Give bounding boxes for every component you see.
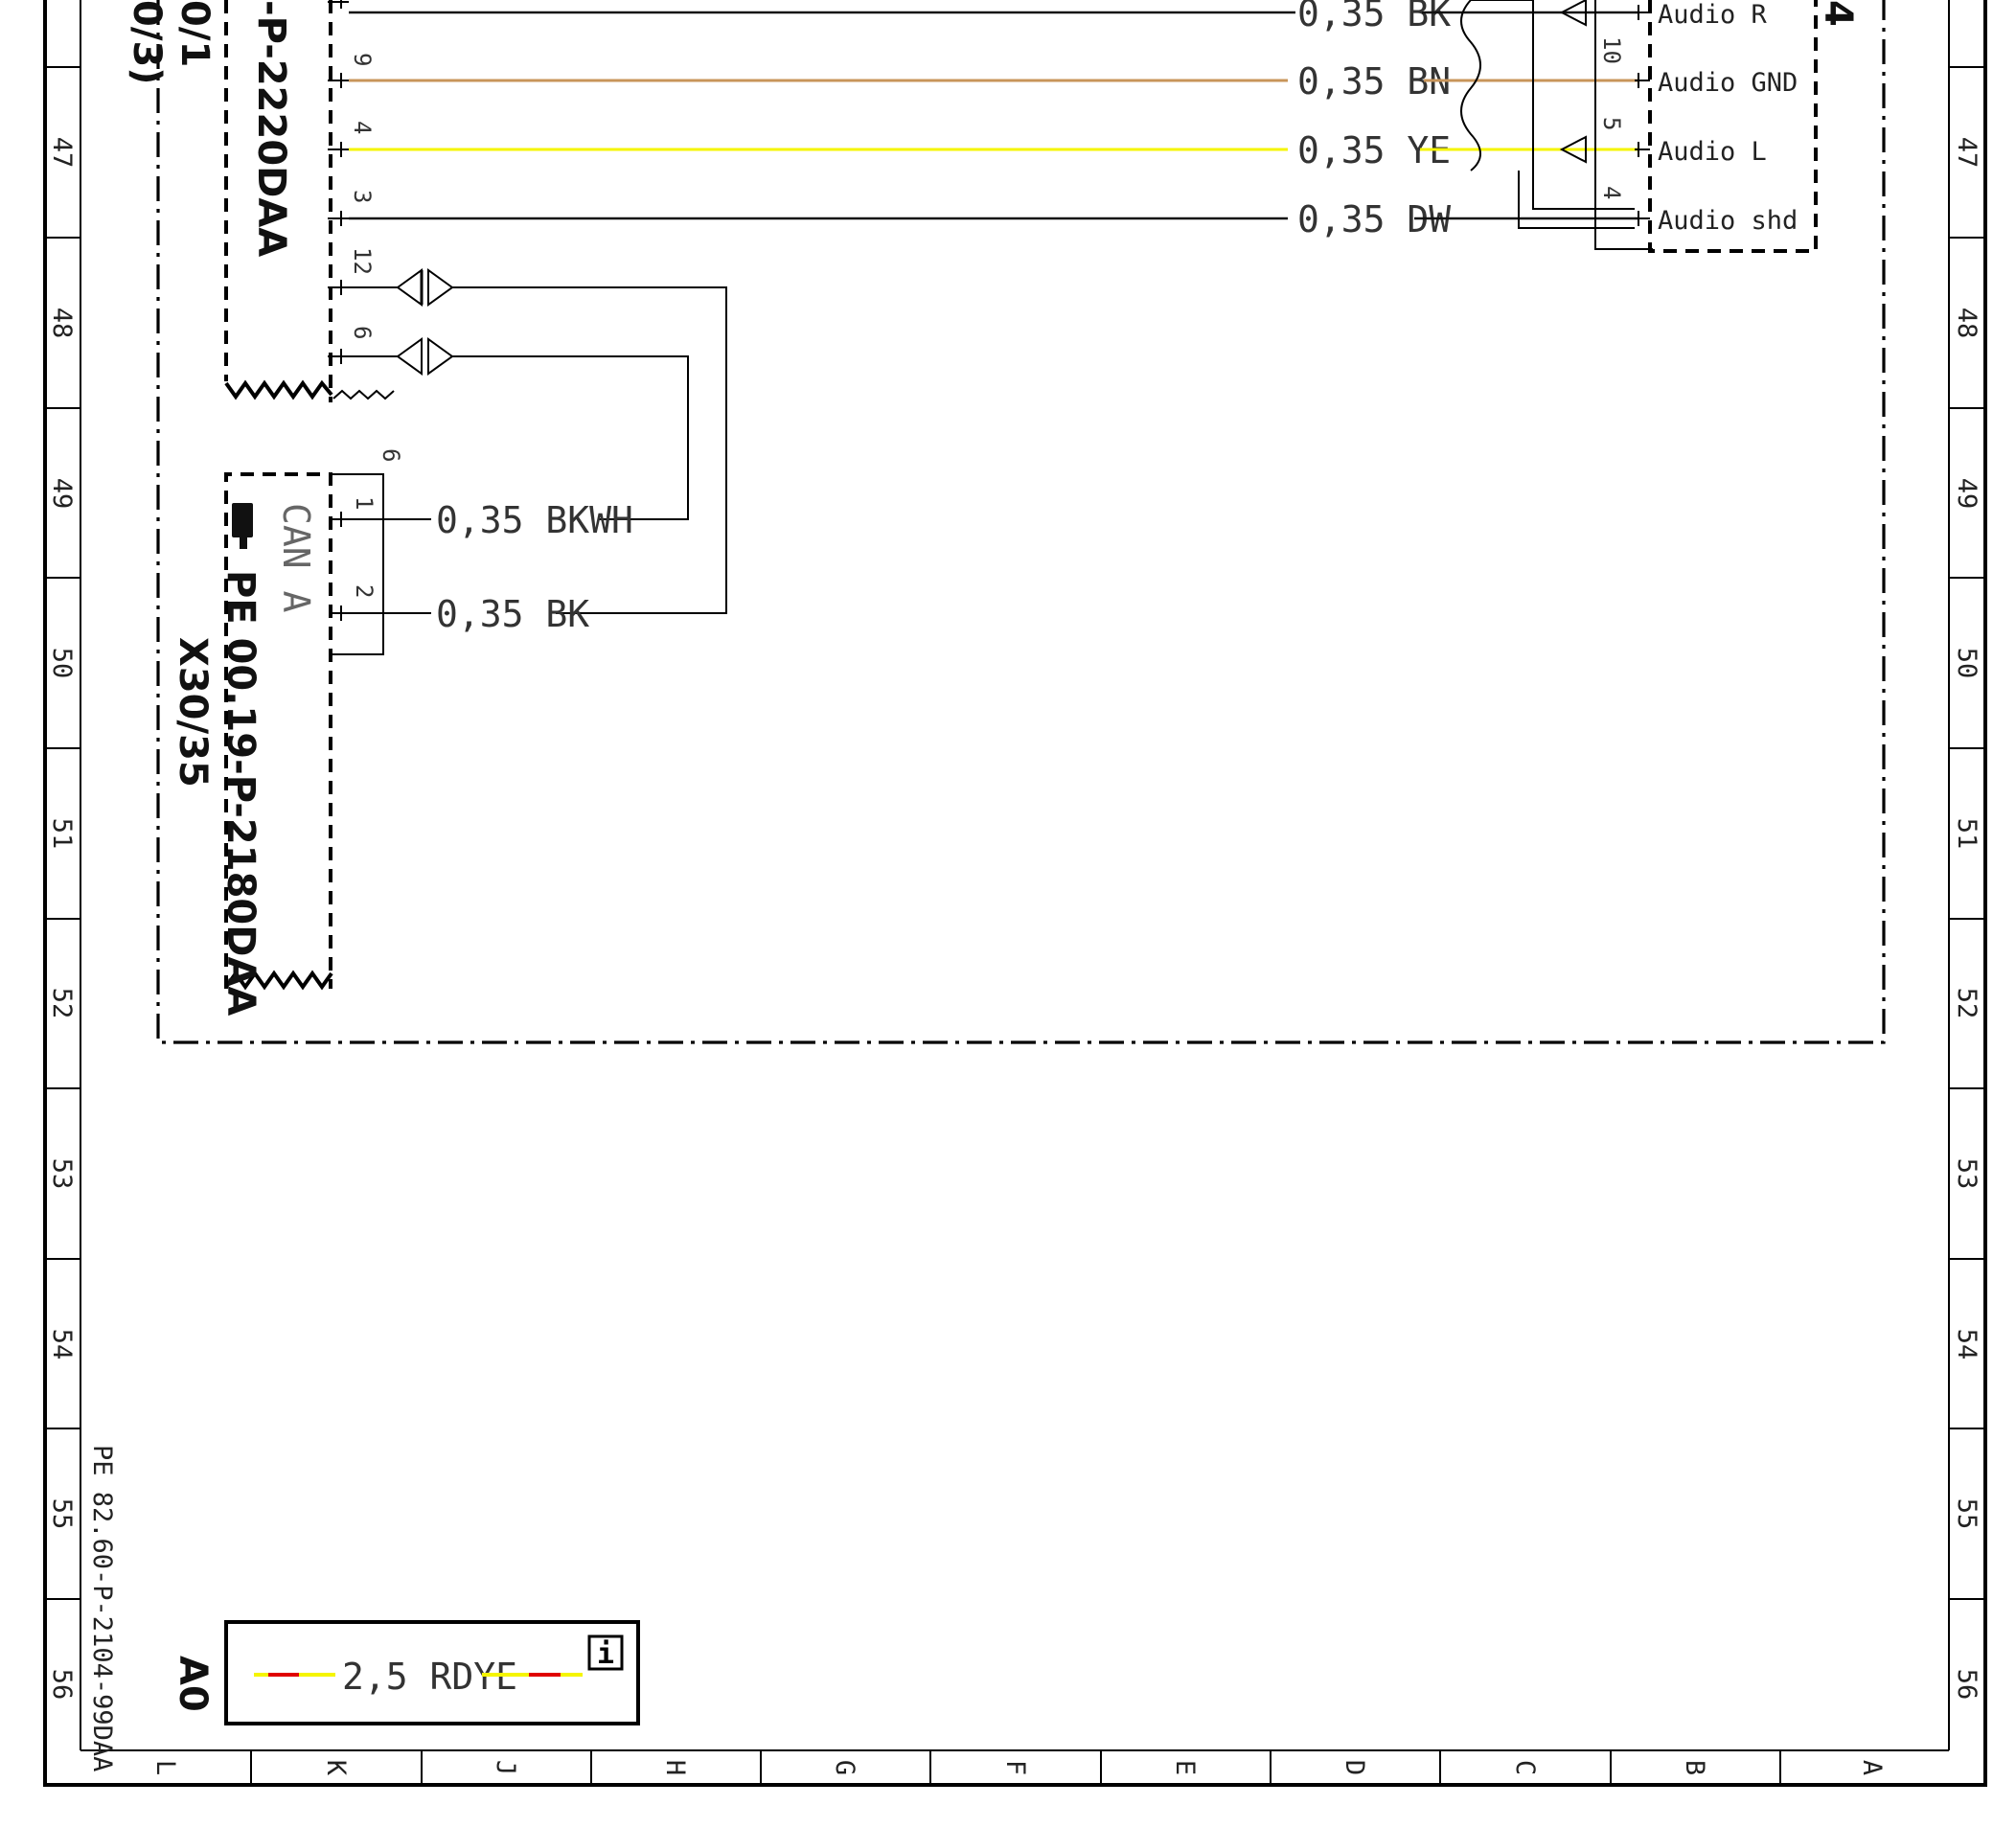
row-label: 52 bbox=[47, 988, 77, 1019]
info-icon: i bbox=[587, 1634, 624, 1671]
connector-can-pins bbox=[331, 512, 349, 621]
row-label: 51 bbox=[1952, 818, 1982, 850]
can-shield-bracket bbox=[331, 473, 384, 655]
pin-number: 1 bbox=[351, 496, 378, 510]
row-label: 54 bbox=[47, 1329, 77, 1360]
row-label: 53 bbox=[47, 1158, 77, 1190]
right-module-pins bbox=[1635, 5, 1650, 226]
svg-text:i: i bbox=[597, 1637, 614, 1671]
column-label: G bbox=[830, 1760, 859, 1775]
pin-number: 9 bbox=[349, 53, 376, 66]
row-label: 53 bbox=[1952, 1158, 1982, 1190]
column-label: D bbox=[1340, 1760, 1369, 1775]
row-label: 52 bbox=[1952, 988, 1982, 1019]
can-splice-symbols bbox=[349, 268, 454, 376]
signal-label: Audio L bbox=[1658, 137, 1767, 167]
connector-can-ref: PE 00.19-P-2180DAA bbox=[218, 570, 263, 1016]
connector-can-break bbox=[224, 970, 333, 991]
row-label: 51 bbox=[47, 818, 77, 850]
can-wire-label: 0,35 BK bbox=[436, 593, 589, 635]
row-label: 49 bbox=[1952, 478, 1982, 510]
signal-label: Audio shd bbox=[1658, 206, 1798, 236]
row-labels-right: 47 48 49 50 51 52 53 54 55 56 bbox=[1952, 137, 1982, 1701]
pin-number: 6 bbox=[349, 326, 376, 339]
row-ticks bbox=[45, 66, 1985, 1600]
document-id: PE 82.60-P-2104-99DAA bbox=[87, 1445, 117, 1771]
column-label: A bbox=[1857, 1760, 1887, 1775]
triangle-symbol bbox=[1559, 0, 1587, 27]
pin-number: 4 bbox=[349, 121, 376, 134]
connector-top-ref-2: 0/3) bbox=[125, 0, 169, 85]
legend-wire-sample: 2,5 RDYE bbox=[254, 1656, 583, 1698]
row-label: 48 bbox=[1952, 308, 1982, 339]
can-wire-b bbox=[452, 355, 689, 520]
outer-frame bbox=[43, 0, 1987, 1787]
can-wire-a bbox=[452, 286, 727, 614]
signal-label: Audio R bbox=[1658, 0, 1768, 30]
column-label: K bbox=[321, 1760, 351, 1776]
row-label: 54 bbox=[1952, 1329, 1982, 1360]
column-label: H bbox=[660, 1760, 690, 1775]
legend-box bbox=[224, 1620, 640, 1725]
connector-top-ref-1: 0/1 bbox=[172, 0, 217, 67]
wire-bn: 0,35 BN bbox=[349, 60, 1638, 103]
connector-top-break bbox=[224, 379, 333, 400]
wire-ye: 0,35 YE bbox=[349, 129, 1638, 171]
legend-code: A0 bbox=[171, 1656, 215, 1712]
connector-top-break-thin bbox=[332, 389, 395, 400]
wire-label: 0,35 BK bbox=[1297, 0, 1451, 34]
triangle-symbol bbox=[1559, 135, 1587, 164]
column-ticks bbox=[250, 1750, 1781, 1785]
pin-number: 6 bbox=[378, 448, 404, 462]
row-label: 47 bbox=[1952, 137, 1982, 169]
row-label: 55 bbox=[47, 1498, 77, 1530]
connector-top-label: -P-2220DAA bbox=[249, 0, 293, 257]
column-label: C bbox=[1510, 1760, 1540, 1775]
column-label: L bbox=[150, 1760, 180, 1775]
twisted-pair-symbol bbox=[1460, 0, 1481, 171]
wire-dw: 0,35 DW bbox=[349, 198, 1638, 240]
pointing-hand-icon bbox=[232, 503, 253, 549]
connector-can-id: X30/35 bbox=[171, 637, 215, 788]
module-boundary bbox=[156, 0, 1886, 1044]
row-label: 55 bbox=[1952, 1498, 1982, 1530]
column-label: F bbox=[1000, 1760, 1030, 1775]
can-wire-label: 0,35 BKWH bbox=[436, 499, 633, 541]
pin-number: 12 bbox=[349, 247, 376, 275]
column-label: E bbox=[1170, 1760, 1200, 1775]
row-label: 47 bbox=[47, 137, 77, 169]
column-label: J bbox=[491, 1760, 520, 1775]
shield-line-3 bbox=[1594, 0, 1653, 250]
pin-number: 2 bbox=[351, 584, 378, 598]
pin-number: 5 bbox=[1598, 117, 1625, 130]
column-label: B bbox=[1680, 1760, 1709, 1775]
wire-bk: 0,35 BK bbox=[349, 0, 1638, 34]
connector-top-pins bbox=[328, 0, 349, 364]
right-module-box bbox=[1648, 0, 1818, 253]
pin-number: 10 bbox=[1598, 36, 1625, 64]
pin-number: 3 bbox=[349, 190, 376, 203]
pin-number: 4 bbox=[1598, 186, 1625, 199]
row-label: 49 bbox=[47, 478, 77, 510]
right-module-ref: 4 bbox=[1816, 0, 1860, 27]
column-labels: L K J H G F E D C B A bbox=[150, 1760, 1887, 1776]
row-label: 50 bbox=[47, 648, 77, 679]
row-label: 56 bbox=[47, 1669, 77, 1701]
connector-can-label: CAN A bbox=[275, 503, 317, 613]
row-label: 50 bbox=[1952, 648, 1982, 679]
row-label: 48 bbox=[47, 308, 77, 339]
row-labels-left: 47 48 49 50 51 52 53 54 55 56 bbox=[47, 137, 77, 1701]
row-label: 56 bbox=[1952, 1669, 1982, 1701]
signal-label: Audio GND bbox=[1658, 68, 1798, 98]
shield-line-1 bbox=[1471, 0, 1635, 210]
